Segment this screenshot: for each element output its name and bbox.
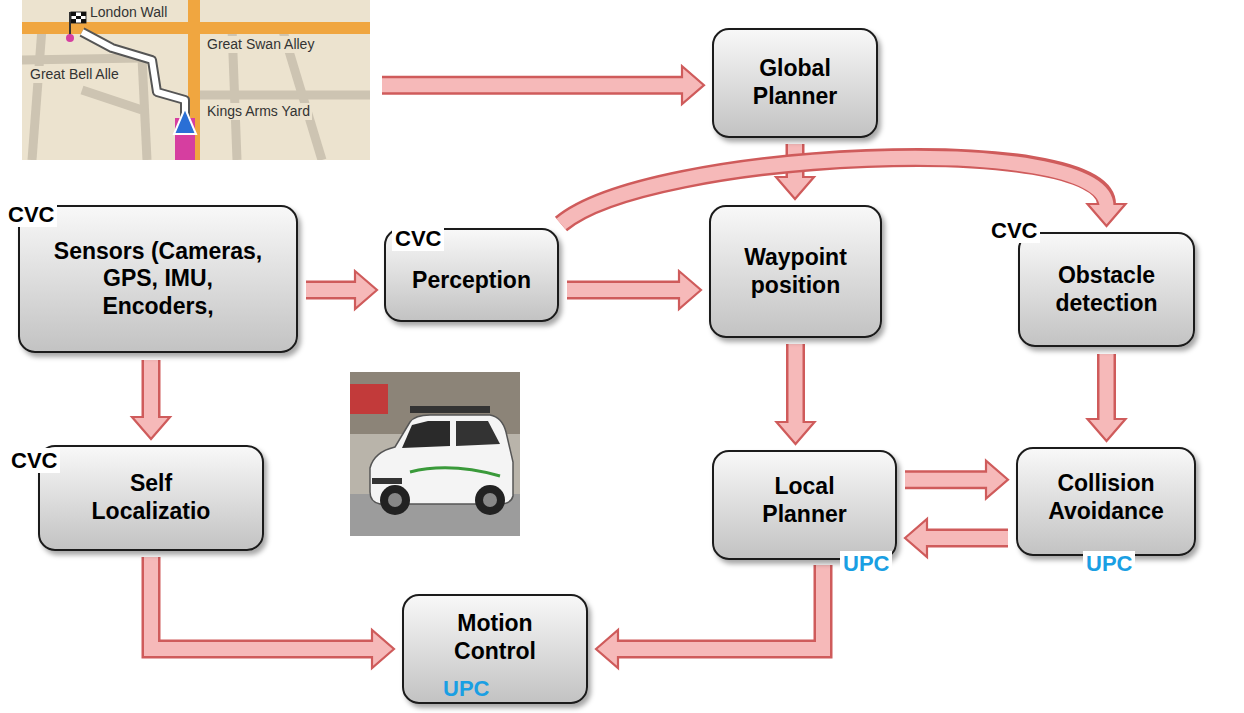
- block-arrow: [596, 565, 823, 668]
- partner-tag: CVC: [8, 448, 60, 473]
- process-box: CVC Perception: [384, 228, 559, 322]
- street-name: Kings Arms Yard: [205, 103, 312, 120]
- box-label: Collision Avoidance: [1036, 470, 1176, 525]
- arrow-head: [777, 422, 815, 444]
- arrow-shaft: [567, 283, 681, 297]
- checkered-flag: [71, 12, 86, 23]
- arrow-head: [596, 630, 618, 668]
- box-label-group: Waypoint position: [731, 244, 861, 299]
- wheel-hub: [483, 493, 497, 507]
- arrow-shaft: [306, 283, 357, 297]
- arrow-shaft: [382, 78, 684, 92]
- partner-tag: CVC: [392, 226, 444, 251]
- partner-tag: CVC: [5, 202, 57, 227]
- arrow-shaft-outline: [151, 557, 372, 649]
- arrow-shaft-outline: [618, 565, 823, 649]
- partner-tag: UPC: [1083, 551, 1135, 576]
- box-label: Obstacle detection: [1042, 262, 1172, 317]
- process-box: Collision AvoidanceUPC: [1016, 447, 1196, 556]
- box-label-group: Global Planner: [738, 55, 853, 110]
- map-panel: London WallGreat Swan AlleyGreat Bell Al…: [22, 0, 370, 160]
- arrow-head: [372, 630, 394, 668]
- block-arrow: [132, 360, 170, 439]
- arrow-shaft: [144, 360, 158, 419]
- body-stripe: [410, 468, 500, 476]
- box-label: Waypoint position: [731, 244, 861, 299]
- process-box: Global Planner: [712, 28, 878, 138]
- wheel: [380, 485, 410, 515]
- grille: [372, 478, 402, 484]
- box-label-group: Sensors (Cameras, GPS, IMU, Encoders,: [48, 238, 268, 321]
- arrow-shaft: [905, 473, 988, 487]
- box-label: Global Planner: [738, 55, 853, 110]
- vehicle-photo: [350, 372, 520, 536]
- arrow-head: [682, 66, 704, 104]
- partner-tag: CVC: [988, 218, 1040, 243]
- arrow-head: [776, 177, 814, 199]
- arrow-head: [355, 271, 377, 309]
- partner-tag: UPC: [440, 676, 492, 701]
- windscreen: [402, 421, 450, 448]
- process-box: CVCSelf Localizatio: [38, 445, 264, 551]
- arrow-head: [1088, 204, 1126, 226]
- box-label: Motion Control: [438, 610, 553, 665]
- box-label-group: Perception: [397, 267, 547, 295]
- process-box: CVCObstacle detection: [1018, 232, 1195, 347]
- block-arrow: [1088, 354, 1126, 441]
- box-label-group: Obstacle detection: [1042, 262, 1172, 317]
- arrow-shaft: [925, 531, 1008, 545]
- block-arrow: [306, 271, 377, 309]
- process-box: CVCSensors (Cameras, GPS, IMU, Encoders,: [18, 205, 298, 353]
- arrow-shaft: [616, 565, 823, 649]
- box-label: Sensors (Cameras, GPS, IMU, Encoders,: [48, 238, 268, 321]
- process-box: Waypoint position: [709, 205, 882, 338]
- arrow-shaft: [1100, 354, 1114, 421]
- box-label-group: Local Planner: [747, 473, 862, 528]
- roof-rack: [410, 406, 490, 413]
- wheel-hub: [388, 493, 402, 507]
- box-label-group: Self Localizatio: [81, 470, 221, 525]
- background-car: [350, 384, 388, 414]
- box-label: Local Planner: [747, 473, 862, 528]
- arrow-head: [986, 461, 1008, 499]
- street-name: Great Swan Alley: [205, 36, 316, 53]
- side-window: [456, 421, 500, 446]
- destination-dot: [66, 34, 74, 42]
- box-label-group: Collision Avoidance: [1036, 470, 1176, 525]
- map-ground: [22, 0, 370, 160]
- partner-tag: UPC: [840, 551, 892, 576]
- arrow-head: [905, 519, 927, 557]
- arrow-shaft: [789, 344, 803, 424]
- position-marker: [174, 108, 196, 134]
- block-arrow: [905, 461, 1008, 499]
- arrow-shaft: [151, 557, 374, 649]
- block-arrow: [777, 344, 815, 444]
- route-line: [82, 32, 185, 160]
- wheel: [475, 485, 505, 515]
- process-box: Local PlannerUPC: [712, 450, 897, 560]
- block-arrow: [382, 66, 704, 104]
- block-arrow: [567, 271, 701, 309]
- route-outline: [82, 32, 185, 160]
- block-arrow: [151, 557, 394, 668]
- arrow-head: [132, 417, 170, 439]
- photo-ground: [350, 372, 520, 536]
- street-name: London Wall: [88, 4, 169, 21]
- arrow-head: [679, 271, 701, 309]
- box-label: Perception: [397, 267, 547, 295]
- box-label: Self Localizatio: [81, 470, 221, 525]
- process-box: Motion ControlUPC: [402, 594, 588, 704]
- arrow-head: [1088, 419, 1126, 441]
- box-label-group: Motion Control: [438, 610, 553, 665]
- main-roads: [22, 0, 370, 160]
- street-name: Great Bell Alle: [28, 66, 121, 83]
- block-arrow: [905, 519, 1008, 557]
